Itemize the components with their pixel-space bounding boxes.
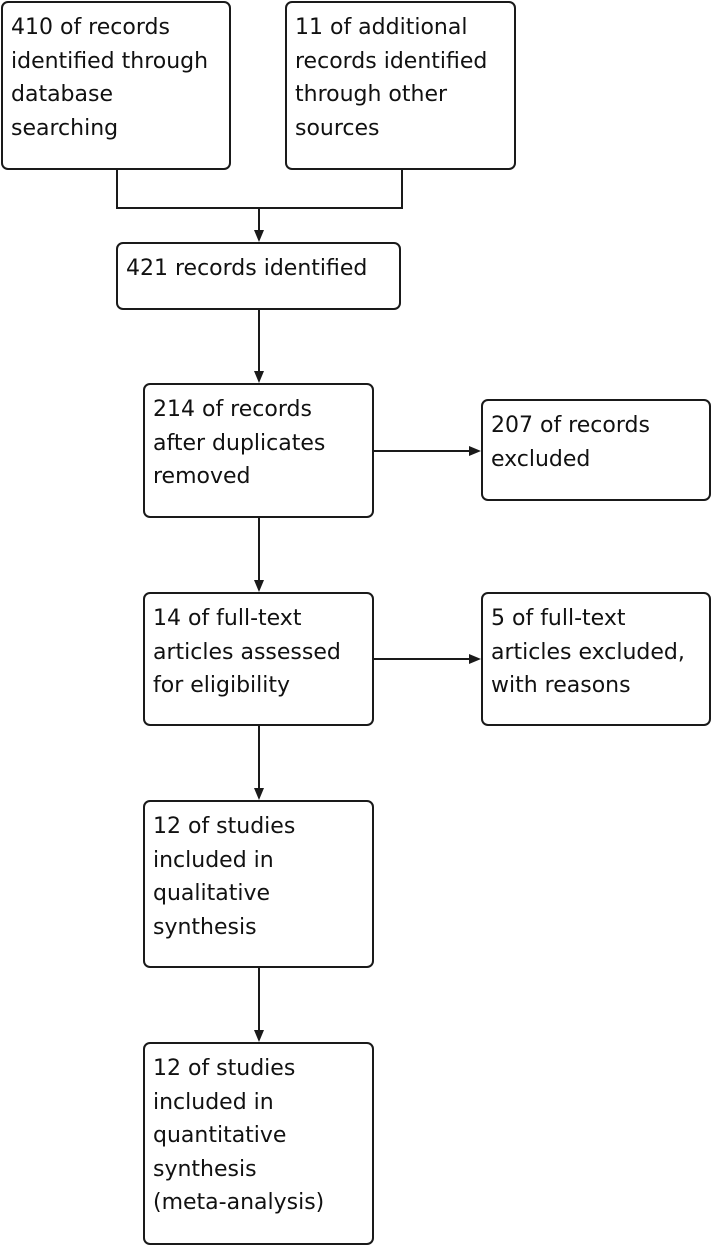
box-text-line: 12 of studies [153,1056,296,1081]
arrowhead-to-identified [254,230,264,242]
box-records-excluded: 207 of records excluded [481,399,711,501]
box-text-line: with reasons [491,673,631,698]
box-text-line: 12 of studies [153,814,296,839]
arrowhead-to-full-text-excluded [469,654,481,664]
box-database-records: 410 of records identified through databa… [1,1,231,170]
box-text-line: through other [295,82,448,107]
box-text-line: included in [153,1089,274,1115]
box-text-line: sources [295,115,380,141]
box-text-line: after duplicates [153,430,326,456]
box-text-line: qualitative [153,881,271,906]
box-text-line: articles excluded, [491,639,685,665]
box-text-line: synthesis [153,914,257,940]
arrowhead-to-quantitative [254,1030,264,1042]
box-text-line: for eligibility [153,673,291,698]
arrowhead-to-full-text [254,580,264,592]
box-qualitative-synthesis: 12 of studies included in qualitative sy… [143,800,374,968]
box-full-text-assessed: 14 of full-text articles assessed for el… [143,592,374,726]
box-text-line: removed [153,464,251,489]
box-text-line: synthesis [153,1156,257,1182]
box-text-line: 421 records identified [126,256,368,281]
box-full-text-excluded: 5 of full-text articles excluded, with r… [481,592,711,726]
box-text-line: included in [153,847,274,873]
box-text-line: (meta-analysis) [153,1190,325,1215]
box-text-line: 5 of full-text [491,606,626,631]
box-other-sources: 11 of additional records identified thro… [285,1,516,170]
box-text-line: records identified [295,48,488,74]
box-text-line: articles assessed [153,639,341,665]
box-text-line: searching [11,115,119,141]
box-records-identified: 421 records identified [116,242,401,310]
arrowhead-to-excluded-records [469,446,481,456]
box-text-line: quantitative [153,1123,287,1148]
arrowhead-to-after-duplicates [254,371,264,383]
box-text-line: identified through [11,48,209,74]
box-text-line: excluded [491,446,591,472]
box-text-line: database [11,82,113,107]
box-quantitative-synthesis: 12 of studies included in quantitative s… [143,1042,374,1245]
box-text-line: 410 of records [11,15,170,40]
box-text-line: 207 of records [491,413,650,438]
box-text-line: 11 of additional [295,15,468,40]
box-text-line: 14 of full-text [153,606,302,631]
box-after-duplicates: 214 of records after duplicates removed [143,383,374,518]
arrowhead-to-qualitative [254,788,264,800]
connector-database-merge [116,170,403,209]
box-text-line: 214 of records [153,397,312,422]
